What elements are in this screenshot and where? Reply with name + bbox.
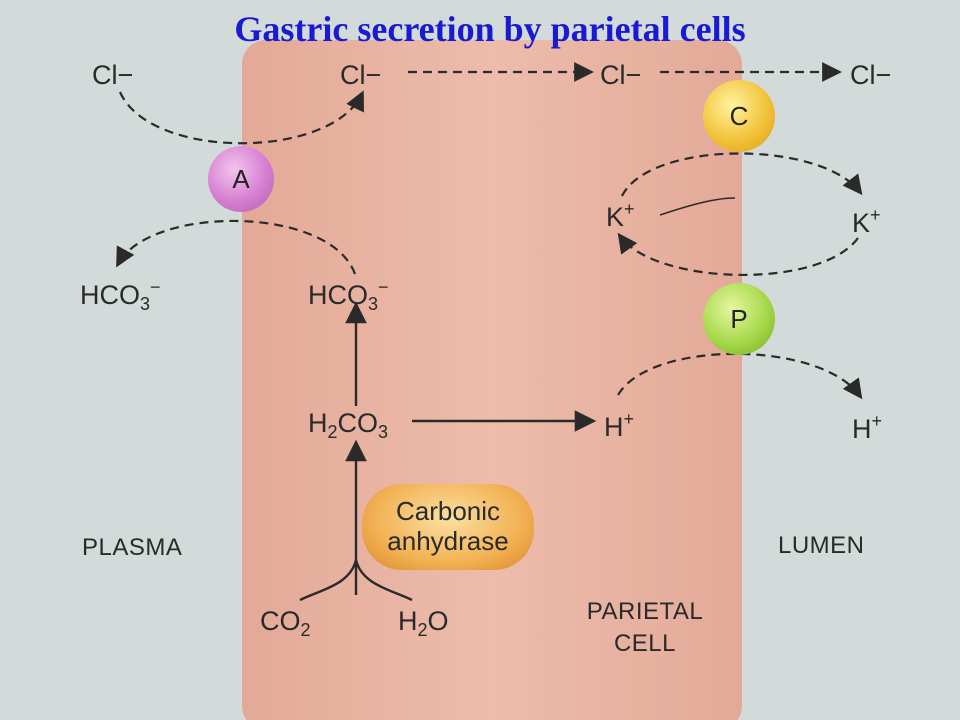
carbon-dioxide-subscript: 2 bbox=[300, 620, 311, 640]
transporter-a-label: A bbox=[232, 163, 250, 194]
carbonic-anhydrase-enzyme: Carbonic anhydrase bbox=[362, 484, 534, 570]
proton-cell-label: H+ bbox=[604, 410, 634, 441]
arrow-k-lumen-to-cell bbox=[617, 232, 859, 276]
potassium-cell-base: K bbox=[606, 202, 625, 232]
transporter-p-label: P bbox=[730, 303, 748, 334]
carbonic-acid-subscript-1: 2 bbox=[327, 422, 338, 442]
bicarbonate-cell-label: HCO3− bbox=[308, 278, 389, 313]
chloride-lumen-label: Cl− bbox=[850, 60, 892, 90]
potassium-cell-charge: + bbox=[624, 199, 635, 219]
potassium-lumen-label: K+ bbox=[852, 206, 881, 237]
carbonic-acid-label: H2CO3 bbox=[308, 408, 389, 442]
carbon-dioxide-label: CO2 bbox=[260, 606, 311, 640]
proton-lumen-base: H bbox=[852, 414, 872, 444]
parietal-cell-label-line-2: CELL bbox=[613, 630, 677, 657]
enzyme-line-1: Carbonic bbox=[395, 496, 501, 527]
chloride-plasma-label: Cl− bbox=[92, 60, 134, 90]
water-label: H2O bbox=[398, 606, 449, 640]
bicarbonate-cell-charge: − bbox=[378, 277, 389, 297]
transporter-p: P bbox=[703, 283, 775, 355]
carbon-dioxide-base: CO bbox=[260, 606, 301, 636]
bicarbonate-cell-subscript: 3 bbox=[368, 294, 379, 314]
arrow-co2-branch bbox=[299, 559, 358, 602]
potassium-cell-label: K+ bbox=[606, 200, 635, 231]
plasma-region-label: PLASMA bbox=[82, 534, 183, 561]
arrow-h2o-branch bbox=[354, 559, 413, 602]
transporter-c: C bbox=[703, 80, 775, 152]
bicarbonate-plasma-base: HCO bbox=[80, 280, 140, 310]
chloride-cell-label: Cl− bbox=[340, 60, 382, 90]
carbonic-acid-subscript-2: 3 bbox=[378, 422, 389, 442]
arrow-cl-plasma-to-cell bbox=[118, 90, 364, 145]
proton-lumen-charge: + bbox=[871, 411, 883, 431]
bicarbonate-cell-base: HCO bbox=[308, 280, 368, 310]
carbonic-acid-co: CO bbox=[337, 408, 379, 438]
chloride-cell-right-label: Cl− bbox=[600, 60, 642, 90]
arrow-k-recycle-out bbox=[621, 152, 863, 197]
proton-cell-base: H bbox=[604, 412, 624, 442]
potassium-lumen-base: K bbox=[852, 208, 871, 238]
potassium-lumen-charge: + bbox=[870, 205, 881, 225]
bicarbonate-plasma-charge: − bbox=[150, 277, 161, 297]
enzyme-line-2: anhydrase bbox=[387, 526, 509, 556]
water-subscript: 2 bbox=[417, 620, 428, 640]
proton-cell-charge: + bbox=[623, 409, 635, 429]
lumen-region-label: LUMEN bbox=[778, 532, 865, 559]
water-h: H bbox=[398, 606, 418, 636]
transporter-a: A bbox=[208, 146, 274, 212]
arrow-k-hint bbox=[659, 197, 736, 216]
transporter-c-label: C bbox=[729, 100, 749, 131]
proton-lumen-label: H+ bbox=[852, 412, 882, 443]
parietal-cell-label-line-1: PARIETAL bbox=[586, 598, 704, 625]
page-title: Gastric secretion by parietal cells bbox=[234, 9, 746, 49]
bicarbonate-plasma-label: HCO3− bbox=[80, 278, 161, 313]
carbonic-acid-h: H bbox=[308, 408, 328, 438]
bicarbonate-plasma-subscript: 3 bbox=[140, 294, 151, 314]
water-o: O bbox=[427, 606, 449, 636]
